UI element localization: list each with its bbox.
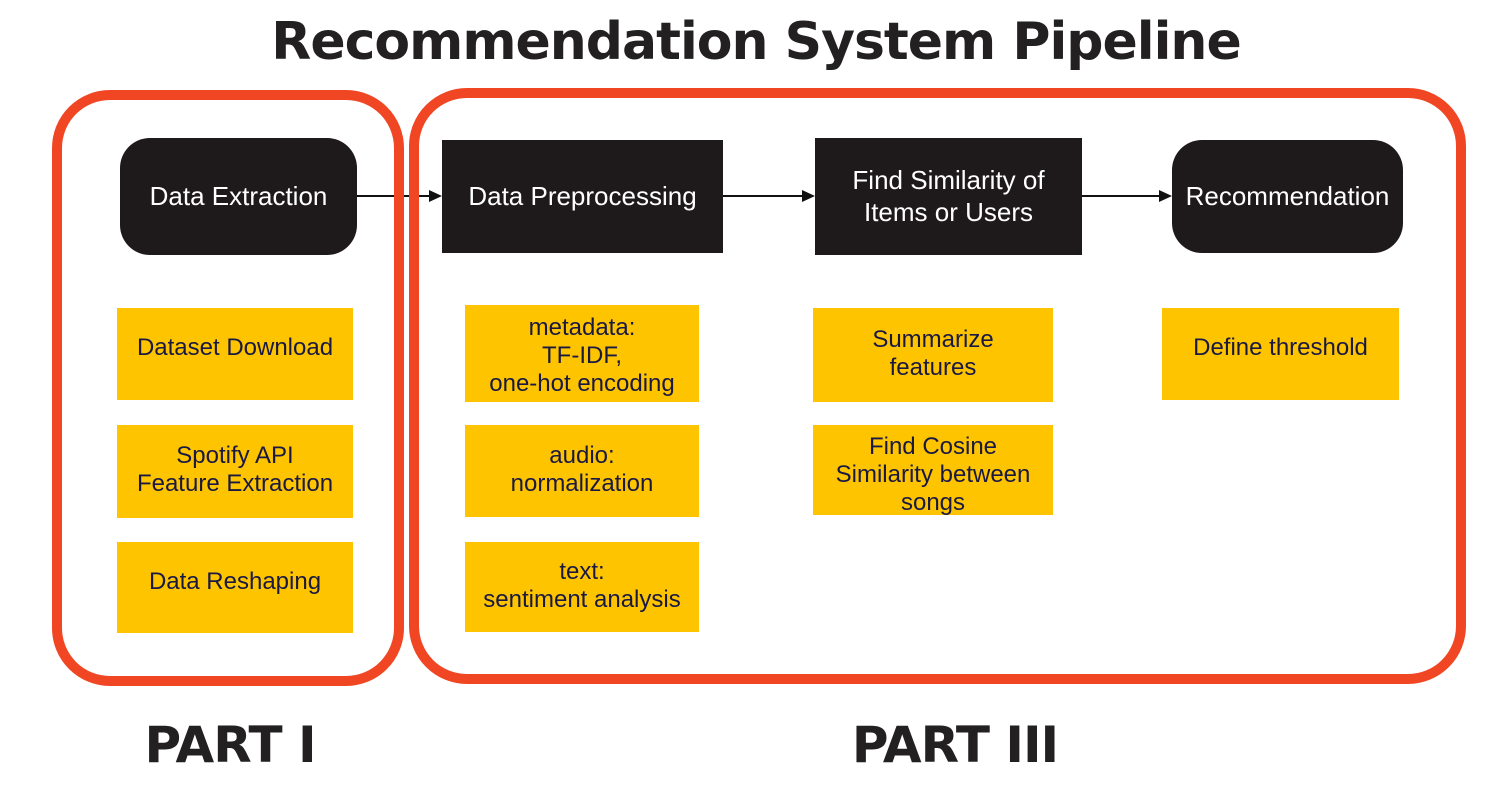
task-data-reshaping: Data Reshaping [117,542,353,633]
part1-label: PART I [144,716,316,774]
stage-recommendation: Recommendation [1172,140,1403,253]
arrow-extraction-to-preprocessing [357,190,442,202]
task-dataset-download: Dataset Download [117,308,353,400]
arrow-head-icon [429,190,442,202]
task-text-sentiment-analysis: text: sentiment analysis [465,542,699,632]
arrow-line [357,195,432,197]
diagram-title: Recommendation System Pipeline [271,12,1241,72]
arrow-line [723,195,805,197]
task-metadata-tfidf-onehot: metadata: TF-IDF, one-hot encoding [465,305,699,402]
stage-find-similarity: Find Similarity of Items or Users [815,138,1082,255]
task-find-cosine-similarity: Find Cosine Similarity between songs [813,425,1053,515]
arrow-head-icon [802,190,815,202]
task-define-threshold: Define threshold [1162,308,1399,400]
task-spotify-api-feature-extraction: Spotify API Feature Extraction [117,425,353,518]
part3-label: PART III [851,716,1059,774]
arrow-preprocessing-to-similarity [723,190,815,202]
arrow-line [1082,195,1162,197]
task-summarize-features: Summarize features [813,308,1053,402]
stage-data-extraction: Data Extraction [120,138,357,255]
arrow-similarity-to-recommendation [1082,190,1172,202]
arrow-head-icon [1159,190,1172,202]
task-audio-normalization: audio: normalization [465,425,699,517]
stage-data-preprocessing: Data Preprocessing [442,140,723,253]
